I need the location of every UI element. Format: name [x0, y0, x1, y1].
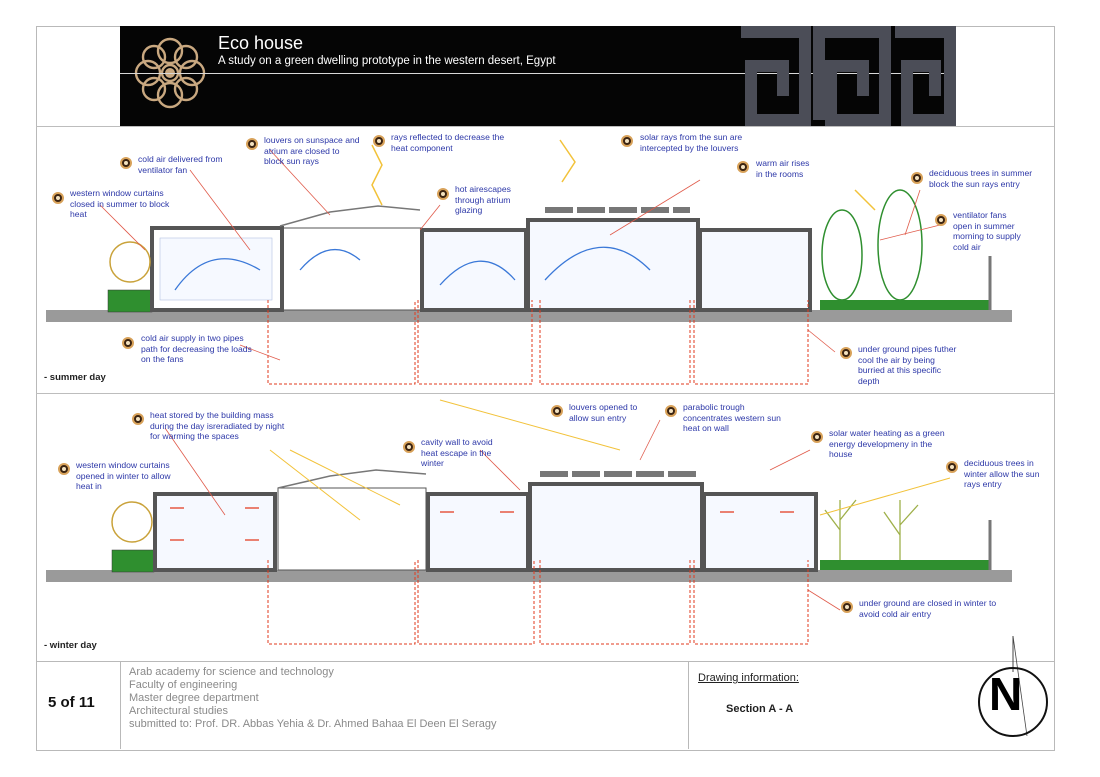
summer-note-rays-reflected: rays reflected to decrease the heat comp… [391, 132, 505, 153]
institution-line: Architectural studies [129, 705, 229, 717]
winter-room-b [426, 492, 530, 572]
note-marker-icon [737, 161, 749, 173]
title-block-separator [120, 661, 121, 749]
leader-lines [99, 149, 941, 611]
winter-courtyard [528, 482, 704, 572]
summer-room-b [420, 228, 528, 312]
note-marker-icon [840, 347, 852, 359]
note-marker-icon [841, 601, 853, 613]
banner-rule [120, 73, 956, 74]
summer-note-cold-air-supply: cold air supply in two pipes path for de… [141, 333, 252, 364]
note-marker-icon [373, 135, 385, 147]
winter-note-cavity-wall: cavity wall to avoid heat escape in the … [421, 437, 493, 468]
summer-underground-pipe [267, 300, 809, 385]
institution-line: Faculty of engineering [129, 679, 238, 691]
note-marker-icon [621, 135, 633, 147]
winter-underground-pipe [267, 560, 809, 645]
page-subtitle: A study on a green dwelling prototype in… [218, 55, 556, 67]
institution-line: Arab academy for science and technology [129, 666, 334, 678]
summer-atrium-roof [279, 205, 421, 227]
note-marker-icon [58, 463, 70, 475]
summer-atrium [281, 227, 423, 311]
note-marker-icon [52, 192, 64, 204]
winter-section [46, 399, 1012, 645]
winter-note-underground-closed: under ground are closed in winter to avo… [859, 598, 997, 619]
summer-room-c [698, 228, 812, 312]
summer-note-curtains: western window curtains closed in summer… [70, 188, 170, 219]
title-block [36, 661, 1054, 750]
page-title: Eco house [218, 33, 304, 53]
note-marker-icon [403, 441, 415, 453]
summer-caption: - summer day [44, 372, 106, 383]
summer-note-hot-air: hot airescapes through atrium glazing [455, 184, 511, 215]
winter-note-heat-stored: heat stored by the building mass during … [150, 410, 285, 441]
summer-airflow [174, 246, 651, 291]
north-letter: N [989, 668, 1023, 720]
note-marker-icon [132, 413, 144, 425]
summer-section [46, 139, 1012, 385]
section-label: Section A - A [726, 703, 794, 715]
note-marker-icon [665, 405, 677, 417]
drawing-info-label: Drawing information: [698, 672, 799, 684]
summer-ground-right [820, 300, 990, 310]
winter-bare-trees [824, 499, 919, 560]
winter-ground-slab [46, 570, 1012, 582]
winter-shell-left [153, 492, 277, 572]
north-arrow-icon [978, 635, 1048, 737]
winter-caption: - winter day [44, 640, 97, 651]
note-marker-icon [946, 461, 958, 473]
note-marker-icon [911, 172, 923, 184]
note-marker-icon [122, 337, 134, 349]
note-marker-icon [246, 138, 258, 150]
winter-ground-base [111, 549, 155, 573]
summer-note-ventilator-fans: ventilator fans open in summer morning t… [953, 210, 1021, 252]
note-marker-icon [120, 157, 132, 169]
summer-note-louvers-closed: louvers on sunspace and atrium are close… [264, 135, 360, 166]
note-marker-icon [935, 214, 947, 226]
winter-atrium-roof [277, 469, 427, 489]
summer-note-deciduous: deciduous trees in summer block the sun … [929, 168, 1033, 189]
summer-courtyard [526, 218, 700, 312]
note-marker-icon [551, 405, 563, 417]
winter-note-deciduous: deciduous trees in winter allow the sun … [964, 458, 1040, 489]
winter-ground-right [820, 560, 990, 570]
summer-note-solar-rays: solar rays from the sun are intercepted … [640, 132, 743, 153]
page-number: 5 of 11 [48, 694, 95, 711]
title-block-separator [688, 661, 689, 749]
winter-sun-rays [269, 399, 951, 521]
winter-tree-west [111, 501, 153, 543]
winter-note-curtains-opened: western window curtains opened in winter… [76, 460, 171, 491]
summer-ground-base [107, 289, 153, 313]
banner-divider [36, 126, 1054, 127]
winter-room-c [702, 492, 818, 572]
summer-note-ventilator: cold air delivered from ventilator fan [138, 154, 223, 175]
winter-atrium [277, 487, 427, 571]
summer-room-a [159, 237, 273, 301]
institution-line: Master degree department [129, 692, 259, 704]
greek-key-pattern-icon [741, 26, 956, 126]
summer-ground-slab [46, 310, 1012, 322]
winter-heat-flow [170, 507, 794, 541]
summer-note-underground-pipes: under ground pipes futher cool the air b… [858, 344, 957, 386]
drawing-sheet [36, 26, 1055, 751]
summer-tree-1 [821, 209, 863, 301]
note-marker-icon [811, 431, 823, 443]
winter-note-solar-water: solar water heating as a green energy de… [829, 428, 945, 459]
summer-tree-west [109, 241, 151, 283]
winter-note-louvers-opened: louvers opened to allow sun entry [569, 402, 638, 423]
winter-note-parabolic-trough: parabolic trough concentrates western su… [683, 402, 781, 433]
summer-sun-rays [371, 139, 876, 211]
section-divider [36, 393, 1054, 394]
summer-note-warm-air: warm air rises in the rooms [756, 158, 810, 179]
institution-line: submitted to: Prof. DR. Abbas Yehia & Dr… [129, 718, 497, 730]
summer-tree-2 [877, 189, 923, 301]
note-marker-icon [437, 188, 449, 200]
